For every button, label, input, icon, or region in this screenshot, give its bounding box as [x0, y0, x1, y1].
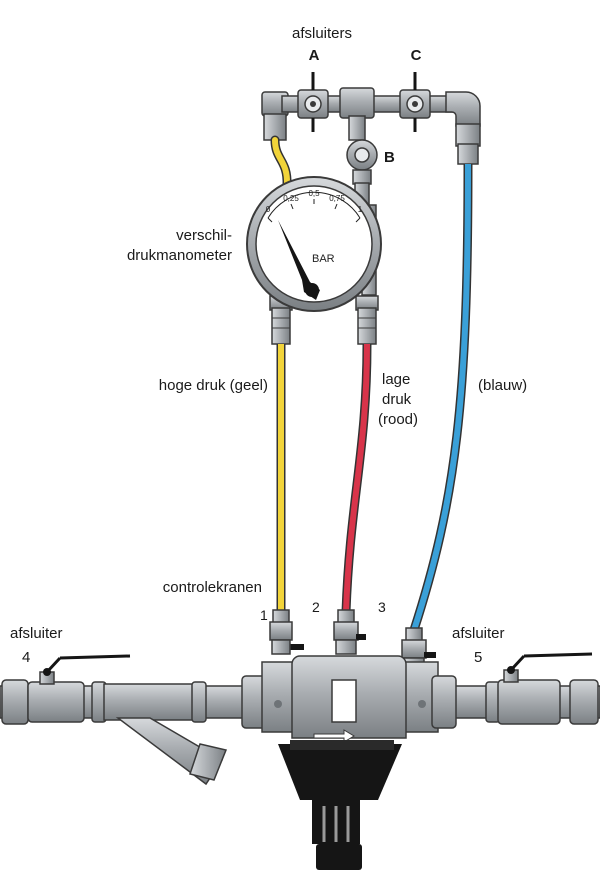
- gauge-scale-075: 0,75: [329, 194, 345, 203]
- ball-valve-4[interactable]: [27, 654, 131, 723]
- valve-c[interactable]: [399, 72, 431, 132]
- top-manifold: [261, 87, 481, 165]
- control-tap-1[interactable]: [269, 609, 304, 655]
- label-afsluiters: afsluiters: [292, 25, 352, 42]
- hose-yellow: [270, 135, 292, 612]
- gauge-scale-1: 1: [358, 205, 363, 214]
- union-right: [431, 675, 457, 729]
- label-valve-c: C: [411, 47, 422, 64]
- label-valve-b: B: [384, 149, 395, 166]
- label-afsluiter-left: afsluiter: [10, 625, 63, 642]
- label-afsluiter-right-num: 5: [474, 649, 482, 666]
- label-low-pressure-2: druk: [382, 391, 412, 408]
- label-afsluiter-right: afsluiter: [452, 625, 505, 642]
- gauge-scale-05: 0,5: [308, 189, 320, 198]
- label-afsluiter-left-num: 4: [22, 649, 30, 666]
- backflow-preventer-body: [261, 655, 439, 870]
- differential-pressure-gauge: 0 0,25 0,5 0,75 1 BAR: [246, 176, 382, 312]
- gauge-scale-0: 0: [266, 205, 271, 214]
- control-tap-2[interactable]: [333, 609, 366, 655]
- label-low-pressure-3: (rood): [378, 411, 418, 428]
- hose-red: [341, 343, 372, 613]
- label-controlekranen: controlekranen: [163, 579, 262, 596]
- label-manometer-line1: verschil-: [176, 227, 232, 244]
- strainer: [91, 681, 228, 786]
- valve-a[interactable]: [297, 72, 329, 132]
- label-low-pressure-1: lage: [382, 371, 410, 388]
- label-high-pressure: hoge druk (geel): [159, 377, 268, 394]
- flow-arrow-icon: [313, 729, 355, 743]
- label-tap-2: 2: [312, 599, 320, 615]
- label-manometer-line2: drukmanometer: [127, 247, 232, 264]
- ball-valve-5[interactable]: [485, 652, 593, 725]
- label-valve-a: A: [309, 47, 320, 64]
- label-tap-1: 1: [260, 607, 268, 623]
- label-blue: (blauw): [478, 377, 527, 394]
- gauge-scale-025: 0,25: [283, 194, 299, 203]
- label-tap-3: 3: [378, 599, 386, 615]
- hose-blue: [409, 163, 473, 632]
- gauge-unit: BAR: [312, 253, 335, 265]
